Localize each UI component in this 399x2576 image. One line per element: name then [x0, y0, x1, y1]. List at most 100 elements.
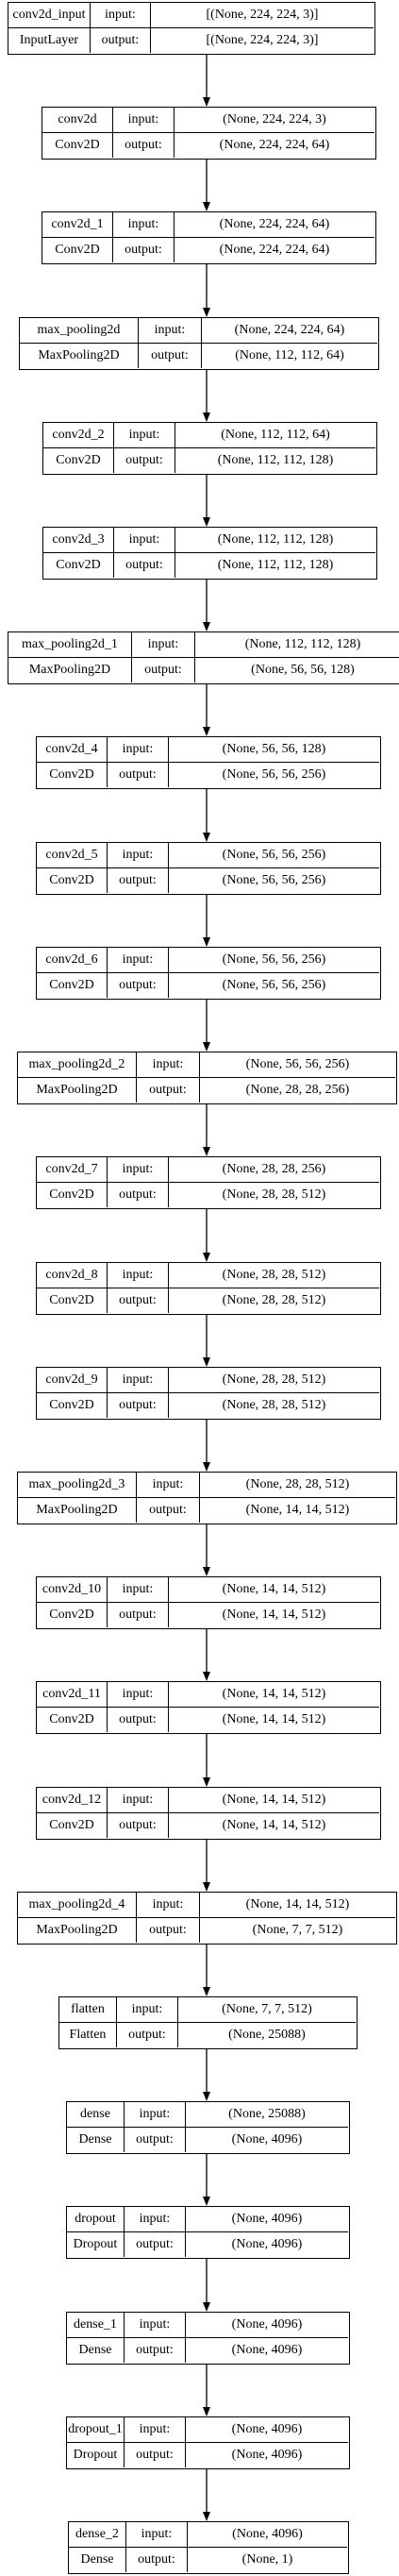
input-shape: (None, 112, 112, 64) — [175, 423, 375, 448]
layer-type: MaxPooling2D — [20, 343, 139, 368]
input-shape: (None, 224, 224, 64) — [175, 212, 374, 238]
output-shape: (None, 56, 56, 256) — [222, 872, 326, 887]
output-label: output: — [114, 552, 175, 578]
layer-name: conv2d_7 — [37, 1157, 108, 1183]
layer-name: conv2d_1 — [42, 212, 113, 238]
output-label: output: — [126, 2547, 188, 2572]
output-shape: (None, 56, 56, 256) — [222, 766, 326, 782]
input-label: input: — [114, 528, 175, 553]
layer-name: conv2d_9 — [37, 1368, 108, 1393]
output-label: output: — [114, 447, 175, 473]
output-shape: (None, 112, 112, 128) — [217, 452, 334, 467]
input-shape: (None, 112, 112, 128) — [175, 528, 375, 553]
output-label: output: — [113, 237, 175, 262]
output-shape: [(None, 224, 224, 3)] — [206, 32, 319, 47]
layer-type: Conv2D — [37, 1288, 108, 1313]
input-shape: (None, 25088) — [186, 2102, 348, 2128]
output-shape: (None, 25088) — [228, 2027, 306, 2042]
input-shape: (None, 14, 14, 512) — [169, 1788, 379, 1813]
edge-arrowhead — [203, 97, 210, 107]
layer-type: Conv2D — [42, 237, 113, 262]
output-shape: (None, 28, 28, 512) — [222, 1292, 326, 1307]
layer-name: dropout_1 — [67, 2417, 125, 2443]
output-shape: (None, 28, 28, 512) — [222, 1187, 326, 1202]
input-label: input: — [125, 2207, 186, 2232]
layer-name: conv2d_2 — [43, 423, 114, 448]
layer-type: MaxPooling2D — [18, 1917, 137, 1943]
input-label: input: — [113, 108, 175, 133]
layer-type: Conv2D — [37, 867, 108, 893]
layer-name: max_pooling2d_2 — [18, 1052, 137, 1078]
input-shape: (None, 28, 28, 512) — [200, 1473, 395, 1498]
edge-arrowhead — [203, 727, 210, 736]
layer-name: conv2d_5 — [37, 843, 108, 868]
input-label: input: — [125, 2417, 186, 2443]
input-label: input: — [108, 1682, 169, 1708]
layer-name: max_pooling2d_1 — [8, 632, 132, 658]
input-label: input: — [108, 1263, 169, 1288]
layer-type: Dropout — [67, 2442, 125, 2467]
layer-type: Conv2D — [43, 552, 114, 578]
edge-arrowhead — [203, 2512, 210, 2521]
input-shape: [(None, 224, 224, 3)] — [151, 3, 374, 28]
output-label: output: — [125, 2337, 186, 2363]
output-shape: (None, 4096) — [231, 2236, 303, 2251]
output-shape: (None, 224, 224, 64) — [219, 137, 330, 152]
input-label: input: — [108, 843, 169, 868]
output-shape: (None, 14, 14, 512) — [222, 1817, 326, 1832]
edge-arrowhead — [203, 308, 210, 317]
output-label: output: — [113, 132, 175, 158]
edge-arrowhead — [203, 202, 210, 211]
input-shape: (None, 4096) — [186, 2313, 348, 2338]
layer-type: Dropout — [67, 2231, 125, 2257]
input-label: input: — [132, 632, 195, 658]
edge-arrowhead — [203, 622, 210, 631]
input-label: input: — [125, 2313, 186, 2338]
edge-arrowhead — [203, 937, 210, 947]
layer-type: Conv2D — [37, 1602, 108, 1627]
output-label: output: — [108, 1288, 169, 1313]
layer-type: Conv2D — [37, 1812, 108, 1838]
input-label: input: — [137, 1893, 200, 1918]
input-shape: (None, 14, 14, 512) — [169, 1682, 379, 1708]
output-shape: (None, 28, 28, 512) — [222, 1397, 326, 1412]
edge-arrowhead — [203, 517, 210, 527]
output-label: output: — [108, 1812, 169, 1838]
input-label: input: — [108, 1368, 169, 1393]
layer-type: Conv2D — [37, 762, 108, 787]
edge-arrowhead — [203, 1882, 210, 1892]
input-label: input: — [108, 737, 169, 763]
layer-name: dropout — [67, 2207, 125, 2232]
layer-type: MaxPooling2D — [18, 1077, 137, 1103]
output-label: output: — [125, 2442, 186, 2467]
edge-arrowhead — [203, 1777, 210, 1787]
layer-name: flatten — [59, 1997, 117, 2023]
edge-arrowhead — [203, 1567, 210, 1576]
layer-type: Conv2D — [37, 1392, 108, 1418]
input-label: input: — [114, 423, 175, 448]
output-shape: (None, 4096) — [231, 2131, 303, 2147]
input-shape: (None, 56, 56, 256) — [200, 1052, 395, 1078]
input-label: input: — [108, 1157, 169, 1183]
output-shape: (None, 1) — [241, 2551, 293, 2567]
output-label: output: — [139, 343, 202, 368]
output-shape: (None, 112, 112, 128) — [217, 557, 334, 572]
layer-name: conv2d_input — [8, 3, 91, 28]
edge-arrowhead — [203, 1357, 210, 1367]
output-label: output: — [108, 762, 169, 787]
input-label: input: — [126, 2522, 188, 2548]
layer-type: InputLayer — [8, 27, 91, 53]
input-label: input: — [137, 1052, 200, 1078]
